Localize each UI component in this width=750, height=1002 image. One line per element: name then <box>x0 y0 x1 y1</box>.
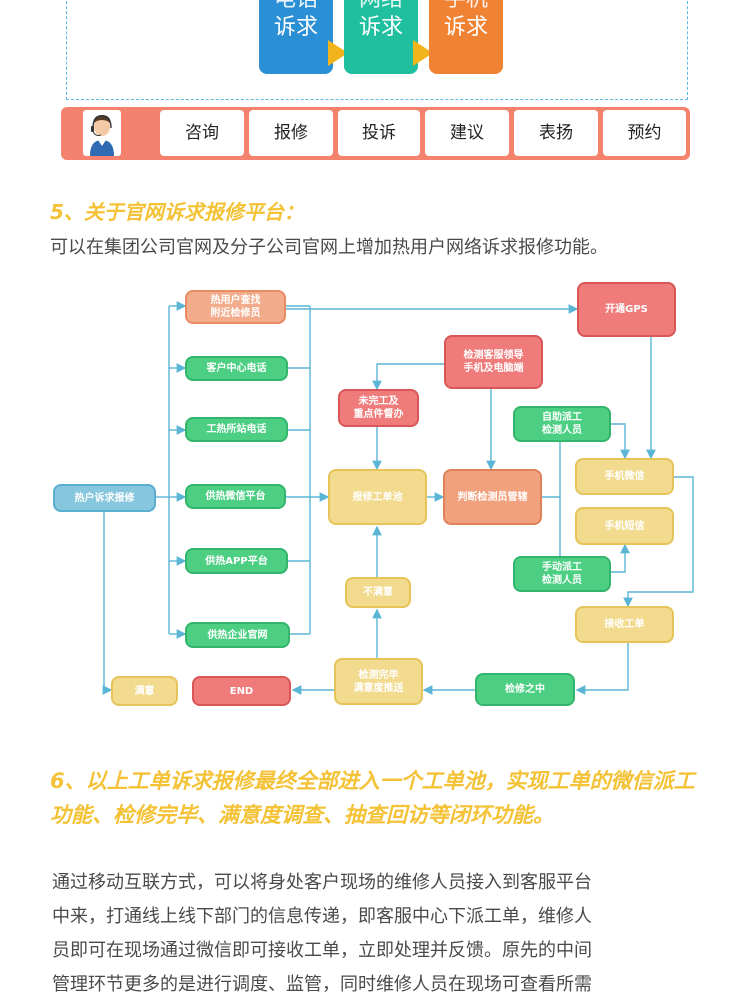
flow-node-wechat-platform: 供热微信平台 <box>185 484 286 509</box>
service-consult-button[interactable]: 咨询 <box>160 110 244 156</box>
flow-node-end: END <box>192 676 291 706</box>
section6-paragraph: 通过移动互联方式，可以将身处客户现场的维修人员接入到客服平台 中来，打通线上线下… <box>52 866 592 1002</box>
section6-line: 中来，打通线上线下部门的信息传递，即客服中心下派工单，维修人 <box>52 906 592 927</box>
service-appointment-button[interactable]: 预约 <box>603 110 686 156</box>
flow-node-unsatisfied: 不满意 <box>345 577 411 608</box>
flow-node-start: 热户诉求报修 <box>53 484 156 512</box>
flow-node-gps: 开通GPS <box>577 282 676 337</box>
flow-node-judge: 判断检测员管辖 <box>443 469 542 525</box>
section6-heading: 6、以上工单诉求报修最终全部进入一个工单池，实现工单的微信派工功能、检修完毕、满… <box>50 769 695 827</box>
customer-service-avatar <box>83 110 121 156</box>
channel-web: 网络 诉求 <box>344 0 418 74</box>
flow-node-satisfied: 满意 <box>111 676 178 706</box>
service-praise-button[interactable]: 表扬 <box>514 110 598 156</box>
flow-node-app-platform: 供热APP平台 <box>185 548 288 574</box>
flow-node-station-phone: 工热所站电话 <box>185 417 288 442</box>
arrow-right-icon <box>413 40 433 66</box>
section5-heading: 5、关于官网诉求报修平台： <box>50 200 304 224</box>
section5-text: 可以在集团公司官网及分子公司官网上增加热用户网络诉求报修功能。 <box>50 237 608 258</box>
flow-node-customer-center: 客户中心电话 <box>185 356 288 381</box>
channel-phone-top: 电话 <box>259 0 333 14</box>
section6-line: 员即可在现场通过微信即可接收工单，立即处理并反馈。原先的中间 <box>52 940 592 961</box>
flow-node-complete-push: 检测完毕 满意度推送 <box>334 658 423 705</box>
flow-node-phone-sms: 手机短信 <box>575 507 674 545</box>
service-repair-button[interactable]: 报修 <box>249 110 333 156</box>
channel-phone: 电话 诉求 <box>259 0 333 74</box>
flow-node-auto-dispatch: 自助派工 检测人员 <box>513 406 611 442</box>
channel-phone-label: 诉求 <box>273 15 318 40</box>
flow-node-find-nearby: 热用户查找 附近检修员 <box>185 290 286 324</box>
flow-node-leader: 检测客服领导 手机及电脑端 <box>444 335 543 389</box>
service-complaint-button[interactable]: 投诉 <box>338 110 420 156</box>
section6-line: 管理环节更多的是进行调度、监管，同时维修人员在现场可查看所需 <box>52 974 592 995</box>
headset-agent-icon <box>90 115 114 156</box>
channel-web-label: 诉求 <box>358 15 403 40</box>
service-suggestion-button[interactable]: 建议 <box>425 110 509 156</box>
flow-node-phone-wechat: 手机微信 <box>575 458 674 495</box>
channel-frame <box>66 0 688 100</box>
section6-line: 通过移动互联方式，可以将身处客户现场的维修人员接入到客服平台 <box>52 872 592 893</box>
channel-mobile-label: 诉求 <box>443 15 488 40</box>
channel-mobile: 手机 诉求 <box>429 0 503 74</box>
flow-node-unfinished: 未完工及 重点件督办 <box>338 389 419 427</box>
flow-node-order-pool: 报修工单池 <box>328 469 427 525</box>
flow-node-receive: 接收工单 <box>575 606 674 643</box>
arrow-right-icon <box>328 40 348 66</box>
channel-mobile-top: 手机 <box>429 0 503 14</box>
flow-node-website: 供热企业官网 <box>185 622 290 648</box>
channel-web-top: 网络 <box>344 0 418 14</box>
flow-node-manual-dispatch: 手动派工 检测人员 <box>513 556 611 592</box>
flow-node-in-repair: 检修之中 <box>475 673 575 706</box>
